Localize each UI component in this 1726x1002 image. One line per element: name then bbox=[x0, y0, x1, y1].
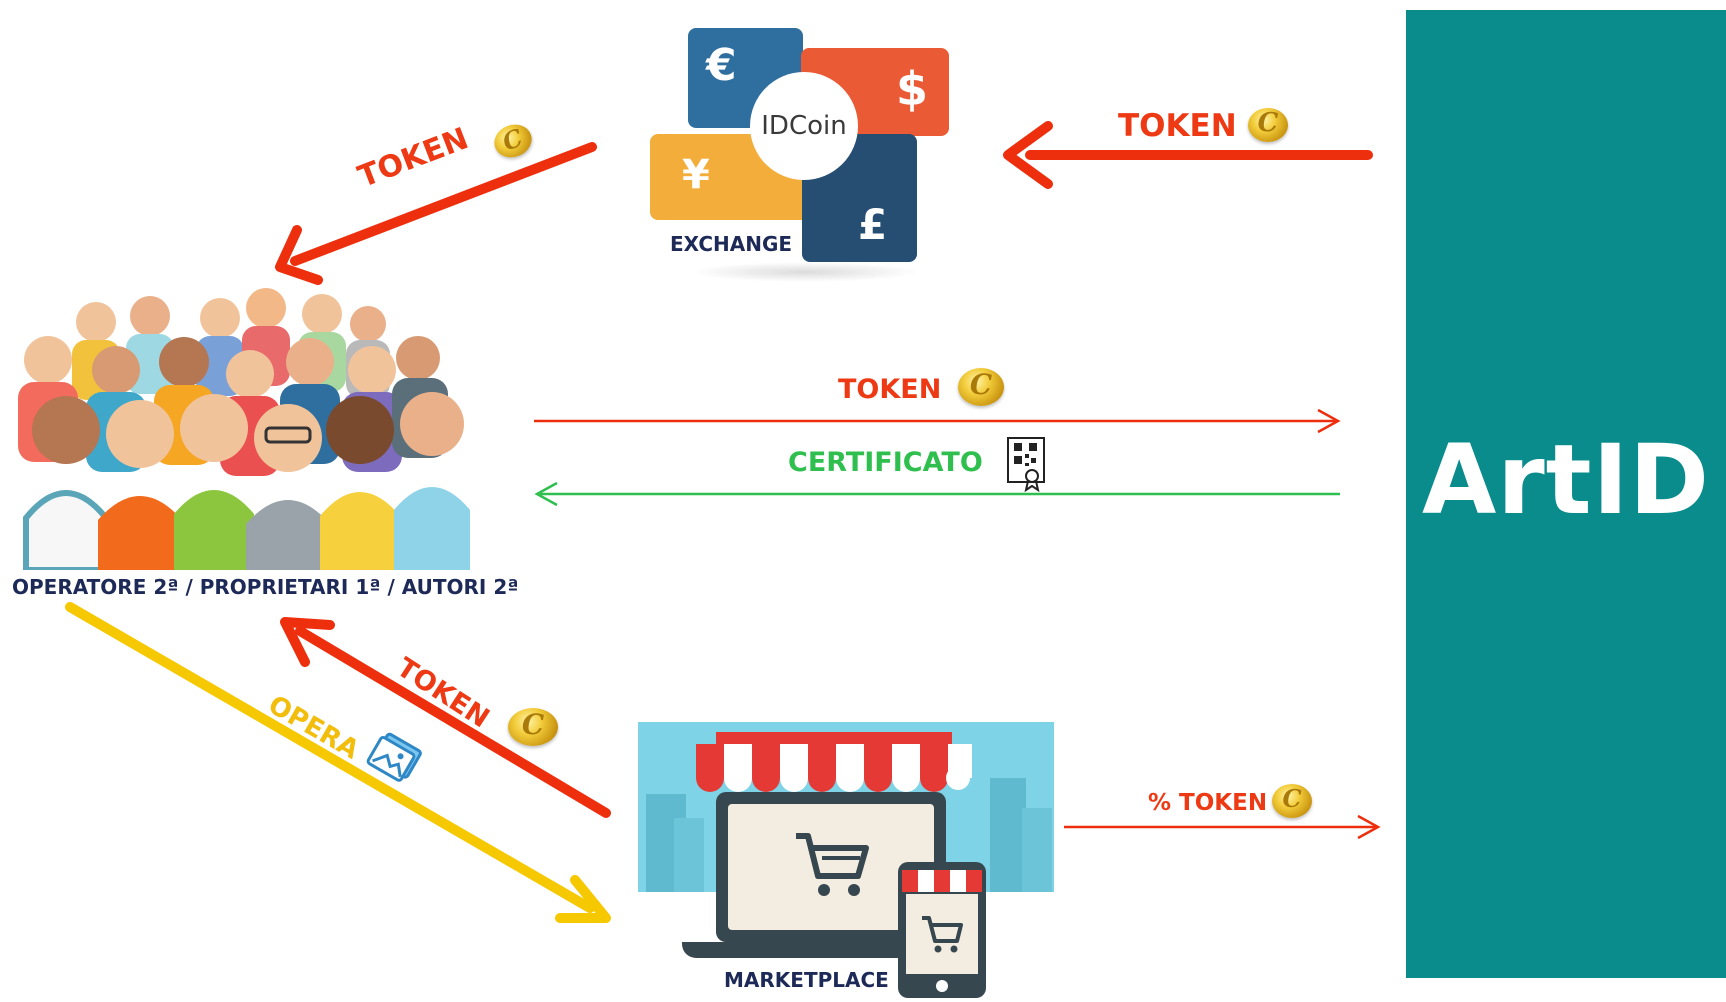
city-building bbox=[1022, 808, 1052, 892]
token-label-people-to-artid: TOKEN bbox=[838, 374, 942, 405]
marketplace-caption: MARKETPLACE bbox=[720, 968, 893, 992]
idcoin-badge: IDCoin bbox=[750, 72, 858, 180]
arrow-artid-to-exchange bbox=[1003, 121, 1373, 189]
arrow-market-to-people bbox=[280, 617, 611, 818]
coin-icon bbox=[958, 368, 1004, 406]
artid-title: ArtID bbox=[1422, 424, 1710, 536]
phone-home-button bbox=[936, 980, 948, 992]
yen-tile: ¥ bbox=[650, 134, 810, 220]
euro-icon: € bbox=[706, 40, 737, 91]
phone-awning bbox=[902, 870, 982, 892]
artwork-image-icon bbox=[366, 732, 422, 782]
marketplace-graphic bbox=[638, 722, 1054, 1000]
certificate-qr-icon bbox=[1007, 437, 1045, 492]
coin-icon bbox=[1272, 784, 1312, 818]
coin-icon bbox=[508, 708, 558, 746]
exchange-graphic: € $ ¥ £ IDCoin EXCHANGE bbox=[648, 26, 960, 266]
cart-icon bbox=[922, 916, 963, 953]
artid-panel: ArtID bbox=[1406, 10, 1726, 978]
city-building bbox=[990, 778, 1026, 892]
exchange-caption: EXCHANGE bbox=[670, 232, 793, 256]
phone-display bbox=[906, 894, 978, 974]
arrow-people-to-artid bbox=[534, 408, 1341, 434]
idcoin-label: IDCoin bbox=[761, 111, 847, 141]
phone bbox=[898, 862, 986, 998]
crowd-front-row bbox=[23, 392, 470, 570]
dollar-icon: $ bbox=[896, 62, 929, 116]
arrow-artid-to-people bbox=[534, 481, 1340, 507]
city-building bbox=[674, 818, 704, 892]
yen-icon: ¥ bbox=[682, 152, 710, 198]
percent-token-label: % TOKEN bbox=[1148, 790, 1268, 816]
arrow-people-to-market bbox=[65, 602, 611, 923]
token-label-artid-to-exchange: TOKEN bbox=[1118, 108, 1237, 144]
cart-icon bbox=[796, 833, 869, 896]
people-crowd-illustration bbox=[18, 288, 470, 570]
arrow-exchange-to-people bbox=[275, 142, 597, 285]
people-caption: OPERATORE 2ª / PROPRIETARI 1ª / AUTORI 2… bbox=[12, 575, 519, 599]
certificate-label: CERTIFICATO bbox=[788, 447, 983, 478]
pound-icon: £ bbox=[858, 200, 888, 249]
arrow-market-to-artid bbox=[1064, 814, 1381, 840]
shop-awning-icon bbox=[696, 732, 972, 792]
exchange-shadow bbox=[690, 262, 920, 282]
coin-icon bbox=[1248, 108, 1288, 142]
